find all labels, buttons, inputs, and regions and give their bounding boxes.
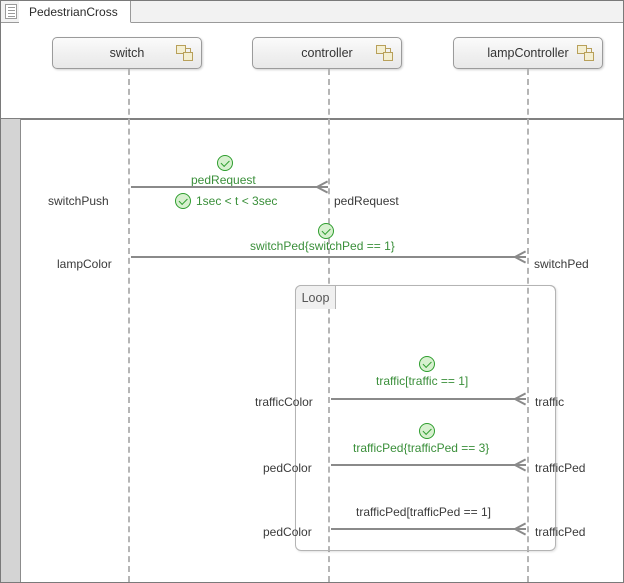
diagram-canvas[interactable]: switch controller lampController Loop bbox=[1, 23, 623, 582]
canvas-left-gutter bbox=[1, 119, 21, 582]
message-label: trafficPed{trafficPed == 3} bbox=[353, 441, 490, 455]
port-label-target: trafficPed bbox=[535, 461, 586, 475]
verified-check-icon bbox=[217, 155, 233, 171]
loop-fragment-header-band bbox=[295, 285, 556, 309]
lifeline-switch bbox=[128, 69, 130, 582]
component-icon bbox=[376, 45, 394, 63]
message-arrow-line[interactable] bbox=[131, 256, 526, 258]
message-label: switchPed{switchPed == 1} bbox=[250, 239, 395, 253]
port-label-target: pedRequest bbox=[334, 194, 399, 208]
port-label-source: pedColor bbox=[263, 525, 312, 539]
arrowhead-icon bbox=[515, 458, 526, 470]
port-label-source: switchPush bbox=[48, 194, 109, 208]
component-icon bbox=[176, 45, 194, 63]
port-label-target: trafficPed bbox=[535, 525, 586, 539]
canvas-top-divider bbox=[1, 118, 623, 120]
message-arrow-line[interactable] bbox=[331, 398, 526, 400]
message-arrow-line[interactable] bbox=[331, 528, 526, 530]
message-constraint-label: 1sec < t < 3sec bbox=[196, 194, 278, 208]
tab-bar: PedestrianCross bbox=[1, 1, 623, 23]
constraint-check-icon bbox=[175, 193, 191, 209]
lifeline-head-switch[interactable]: switch bbox=[52, 37, 202, 69]
verified-check-icon bbox=[419, 356, 435, 372]
arrowhead-icon bbox=[515, 522, 526, 534]
arrowhead-icon bbox=[515, 250, 526, 262]
component-icon bbox=[577, 45, 595, 63]
message-label: pedRequest bbox=[191, 173, 256, 187]
message-label: trafficPed[trafficPed == 1] bbox=[356, 505, 491, 519]
tab-label: PedestrianCross bbox=[29, 4, 118, 19]
lifeline-controller bbox=[328, 69, 330, 582]
verified-check-icon bbox=[318, 223, 334, 239]
port-label-source: trafficColor bbox=[255, 395, 313, 409]
port-label-target: traffic bbox=[535, 395, 565, 409]
lifeline-lampcontroller bbox=[527, 69, 529, 582]
port-label-target: switchPed bbox=[534, 257, 589, 271]
lifeline-head-controller[interactable]: controller bbox=[252, 37, 402, 69]
port-label-source: lampColor bbox=[57, 257, 112, 271]
lifeline-head-label: controller bbox=[301, 46, 353, 60]
arrowhead-icon bbox=[515, 392, 526, 404]
tab-pedestriancross[interactable]: PedestrianCross bbox=[19, 1, 131, 23]
lifeline-head-lampcontroller[interactable]: lampController bbox=[453, 37, 603, 69]
loop-fragment-label: Loop bbox=[296, 286, 336, 309]
document-lines-icon bbox=[5, 4, 17, 19]
port-label-source: pedColor bbox=[263, 461, 312, 475]
lifeline-head-label: lampController bbox=[487, 46, 569, 60]
arrowhead-icon bbox=[317, 180, 328, 192]
message-arrow-line[interactable] bbox=[331, 464, 526, 466]
verified-check-icon bbox=[419, 423, 435, 439]
lifeline-head-label: switch bbox=[109, 46, 145, 60]
message-arrow-line[interactable] bbox=[131, 186, 328, 188]
message-label: traffic[traffic == 1] bbox=[376, 374, 469, 388]
